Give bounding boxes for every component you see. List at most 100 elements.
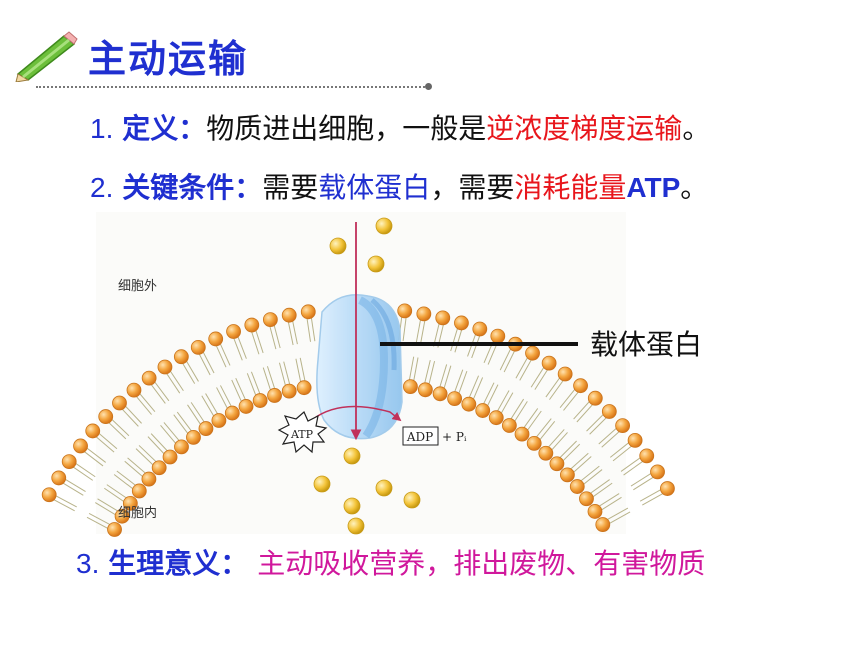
lipid-head — [141, 471, 157, 487]
lipid-head — [475, 403, 491, 418]
adp-label: ADP — [406, 430, 433, 444]
lipid-head — [112, 395, 127, 411]
outside-cell-label: 细胞外 — [118, 279, 157, 294]
lipid-head — [85, 423, 101, 439]
transported-molecules — [313, 217, 421, 535]
molecule — [343, 447, 361, 465]
lipid-head — [416, 306, 432, 322]
conditions-label: 关键条件： — [122, 171, 263, 204]
lipid-head — [639, 448, 655, 464]
definition-line: 1. 定义：物质进出细胞，一般是逆浓度梯度运输。 — [90, 107, 710, 147]
lipid-head — [98, 409, 114, 424]
lipid-head — [579, 491, 594, 507]
lipid-head — [615, 418, 631, 434]
lipid-head — [650, 464, 665, 480]
lipid-head — [211, 413, 227, 428]
lipid-head — [403, 379, 418, 395]
lipid-head — [587, 504, 603, 519]
lipid-head — [557, 366, 573, 382]
conditions-energy: 消耗能量 — [514, 171, 627, 204]
lipid-head — [252, 393, 268, 408]
lipid-head — [107, 522, 122, 537]
lipid-head — [131, 483, 147, 499]
lipid-head — [490, 328, 506, 344]
lipid-head — [262, 312, 278, 327]
definition-label: 定义： — [122, 112, 207, 145]
lipid-head — [461, 396, 477, 412]
lipid-head — [61, 454, 77, 470]
lipid-head — [73, 438, 88, 454]
molecule — [343, 497, 361, 515]
lipid-head — [538, 445, 554, 461]
lipid-head — [549, 456, 565, 472]
title-divider — [36, 86, 428, 88]
lipid-head — [51, 470, 67, 486]
molecule — [375, 479, 393, 497]
definition-end: 。 — [682, 112, 711, 145]
atp-label: ATP — [290, 428, 314, 441]
lipid-head — [208, 331, 224, 347]
lipid-head — [238, 399, 254, 414]
lipid-head — [526, 435, 542, 451]
molecule — [375, 217, 393, 235]
pi-label: + Pᵢ — [442, 430, 467, 444]
lipid-head — [114, 508, 130, 524]
lipid-head — [454, 315, 469, 331]
significance-text: 主动吸收营养，排出废物、有害物质 — [257, 547, 706, 580]
lipid-head — [514, 426, 530, 442]
lipid-head — [198, 421, 214, 436]
lipid-head — [157, 359, 173, 375]
lipid-head — [226, 324, 241, 339]
lipid-head — [447, 391, 463, 406]
lipid-head — [281, 307, 297, 323]
definition-text: 物质进出细胞，一般是 — [206, 112, 487, 145]
molecule — [403, 491, 421, 509]
carrier-protein-shape — [316, 294, 403, 440]
conditions-atp: ATP — [626, 172, 681, 203]
lipid-head — [267, 388, 282, 403]
lipid-head — [660, 481, 675, 496]
molecule — [367, 255, 385, 273]
lipid-head — [122, 495, 138, 511]
lipid-head — [573, 378, 588, 394]
lipid-head — [417, 382, 433, 398]
molecule — [347, 517, 365, 535]
inside-cell-label: 细胞内 — [118, 505, 157, 521]
lipid-head — [595, 517, 611, 532]
lipid-head — [432, 386, 448, 402]
significance-label: 生理意义： — [108, 547, 249, 580]
page-title: 主动运输 — [88, 37, 249, 81]
definition-highlight: 逆浓度梯度运输 — [486, 112, 683, 145]
divider-end-dot — [425, 83, 432, 90]
lipid-head — [41, 487, 57, 503]
significance-line: 3. 生理意义： 主动吸收营养，排出废物、有害物质 — [76, 542, 705, 582]
lipid-head — [627, 432, 643, 448]
lipid-head — [244, 317, 260, 333]
lipid-head — [587, 390, 603, 406]
lipid-head — [488, 410, 504, 426]
carrier-protein-label: 载体蛋白 — [590, 328, 702, 361]
adp-box — [402, 426, 439, 446]
lipid-head — [560, 467, 575, 483]
lipid-head — [224, 405, 240, 421]
lipid-head — [151, 460, 167, 476]
lipid-head — [397, 303, 413, 319]
conditions-end: 。 — [680, 171, 709, 204]
conditions-text-1: 需要 — [262, 171, 319, 204]
lipid-head — [190, 339, 206, 355]
conditions-number: 2. — [90, 172, 114, 203]
molecule — [329, 237, 347, 255]
significance-number: 3. — [76, 548, 100, 579]
lipid-head — [525, 345, 540, 361]
molecule — [313, 475, 331, 493]
lipid-head — [296, 380, 312, 396]
phospholipid-bilayer — [41, 303, 675, 537]
lipid-head — [186, 429, 201, 445]
lipid-head — [501, 418, 517, 433]
lipid-head — [141, 370, 157, 386]
conditions-line: 2. 关键条件：需要载体蛋白，需要消耗能量ATP。 — [90, 166, 708, 206]
lipid-head — [174, 439, 189, 455]
lipid-head — [472, 321, 488, 337]
lipid-head — [162, 449, 178, 465]
